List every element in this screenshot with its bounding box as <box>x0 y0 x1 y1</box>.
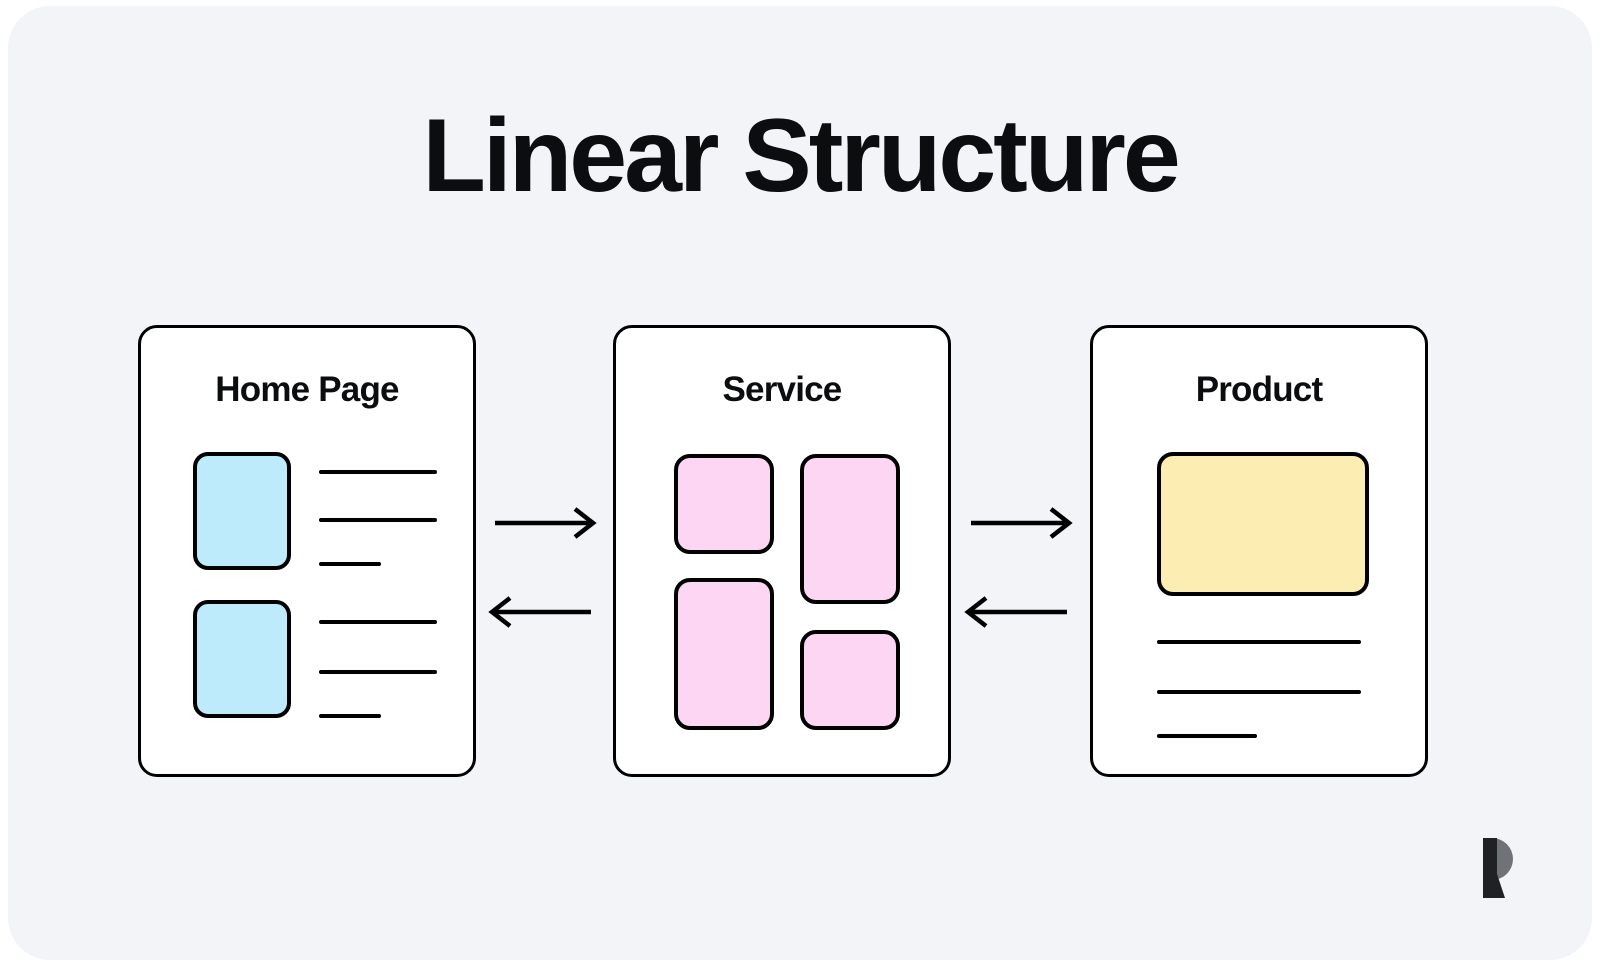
content-block-thumbnail <box>193 452 291 570</box>
card-title-home-page: Home Page <box>215 370 399 409</box>
content-block-thumbnail <box>193 600 291 718</box>
connector-arrow-left <box>963 595 1069 629</box>
card-title-product: Product <box>1195 370 1323 409</box>
diagram-card-product[interactable]: Product <box>1090 325 1428 777</box>
diagram-card-home-page[interactable]: Home Page <box>138 325 476 777</box>
content-block-tile <box>674 578 774 730</box>
brand-logo-r-icon <box>1447 820 1523 900</box>
content-block-hero-image <box>1157 452 1369 596</box>
content-block-tile <box>800 454 900 604</box>
text-line <box>1157 690 1361 694</box>
text-line <box>319 670 437 674</box>
diagram-card-service[interactable]: Service <box>613 325 951 777</box>
page-title: Linear Structure <box>422 98 1180 214</box>
connector-arrow-left <box>487 595 593 629</box>
content-block-tile <box>674 454 774 554</box>
text-line <box>319 562 381 566</box>
text-line <box>319 518 437 522</box>
text-line <box>1157 640 1361 644</box>
connector-arrow-right <box>493 506 599 540</box>
text-line <box>1157 734 1257 738</box>
content-block-tile <box>800 630 900 730</box>
connector-arrow-right <box>969 506 1075 540</box>
text-line <box>319 714 381 718</box>
text-line <box>319 470 437 474</box>
text-line <box>319 620 437 624</box>
card-title-service: Service <box>722 370 843 409</box>
